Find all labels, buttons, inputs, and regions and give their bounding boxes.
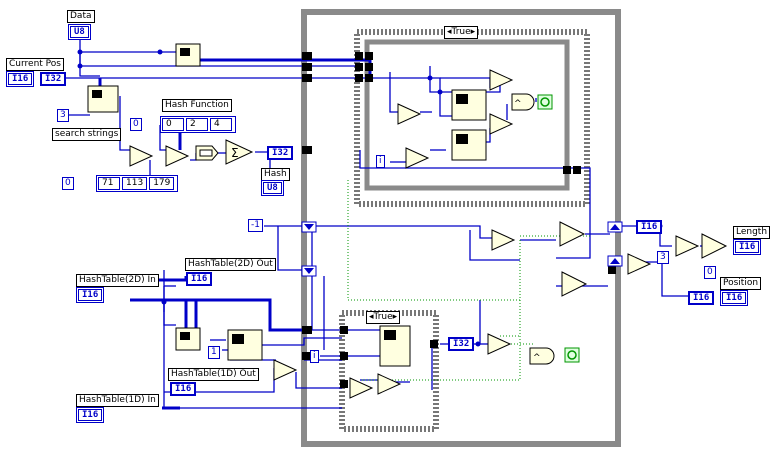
position-terminal[interactable]: I16: [720, 290, 749, 306]
case-structure-lower: [339, 310, 439, 432]
decrement-node: [349, 377, 374, 399]
length-wire-indicator: I16: [636, 220, 663, 234]
search-values-array[interactable]: 71 113 179: [96, 175, 179, 192]
constant-three[interactable]: 3: [57, 109, 69, 122]
svg-text:^: ^: [514, 99, 522, 109]
search-strings-label: search strings: [52, 128, 122, 141]
add-node: [397, 103, 422, 125]
select-node: [701, 233, 728, 259]
wire-junctions: [77, 49, 663, 347]
length-terminal[interactable]: I16: [733, 239, 762, 255]
add-node: [129, 145, 154, 167]
data-terminal[interactable]: U8: [68, 24, 91, 40]
svg-text:Σ: Σ: [231, 146, 239, 160]
hash-function-cell[interactable]: 0: [162, 118, 184, 131]
greater-than-node: [491, 229, 516, 251]
current-pos-label: Current Pos: [6, 58, 64, 71]
hash-function-index[interactable]: 0: [130, 118, 142, 131]
iteration-terminal-upper: i: [376, 155, 385, 168]
hashtable-2d-in-label: HashTable(2D) In: [76, 274, 159, 287]
select-node: [559, 221, 586, 247]
not-equal-zero-node: [273, 359, 298, 381]
search-value-cell[interactable]: 113: [122, 177, 148, 190]
boolean-wires: [347, 180, 590, 381]
greater-equal-zero-node: [487, 333, 512, 355]
position-label: Position: [720, 277, 762, 290]
current-pos-wire-indicator: I32: [40, 72, 67, 86]
add-node: [405, 147, 430, 169]
case-selector-lower[interactable]: ◂True▸: [366, 311, 401, 324]
hash-function-label: Hash Function: [162, 99, 232, 112]
current-pos-terminal[interactable]: I16: [6, 71, 35, 87]
hashtable-1d-out-terminal[interactable]: I16: [170, 382, 197, 396]
search-value-cell[interactable]: 71: [98, 177, 120, 190]
select-node: [561, 271, 588, 297]
case-selector-upper-value: True: [451, 27, 471, 37]
hash-function-cell[interactable]: 2: [186, 118, 208, 131]
and-nodes: ^ ^: [511, 93, 555, 365]
wires: [60, 36, 710, 409]
case-selector-upper[interactable]: ◂True▸: [444, 26, 479, 39]
hash-wire-indicator: I32: [267, 146, 294, 160]
greater-than-node: [675, 235, 700, 257]
constant-zero[interactable]: 0: [704, 266, 716, 279]
type-converter-node: [195, 145, 219, 161]
hashtable-1d-in-terminal[interactable]: I16: [76, 407, 105, 423]
hash-function-cell[interactable]: 4: [210, 118, 232, 131]
equal-node: [489, 113, 514, 135]
less-than-node: [377, 373, 402, 395]
search-value-cell[interactable]: 179: [149, 177, 175, 190]
constant-one[interactable]: 1: [208, 346, 220, 359]
subtract-node: [627, 253, 652, 275]
array-function-icons: [87, 43, 487, 367]
lower-case-output-wire: I32: [448, 337, 475, 351]
hashtable-2d-in-terminal[interactable]: I16: [76, 287, 105, 303]
length-label: Length: [733, 226, 770, 239]
hashtable-2d-out-label: HashTable(2D) Out: [185, 258, 276, 271]
constant-minus-one[interactable]: -1: [248, 219, 263, 232]
constant-three-b[interactable]: 3: [657, 251, 669, 264]
hashtable-1d-out-label: HashTable(1D) Out: [168, 368, 259, 381]
loop-condition-icons: [537, 94, 580, 363]
hashtable-1d-in-label: HashTable(1D) In: [76, 394, 159, 407]
sum-node: Σ: [225, 139, 254, 165]
data-label: Data: [67, 10, 95, 23]
shift-registers: [301, 221, 623, 277]
case-selector-lower-value: True: [373, 312, 393, 322]
svg-text:^: ^: [533, 353, 541, 363]
position-wire-indicator: I16: [688, 291, 715, 305]
array-grid-marks: [92, 48, 468, 344]
iteration-terminal-lower: i: [310, 350, 319, 363]
hashtable-2d-out-terminal[interactable]: I16: [186, 272, 213, 286]
hash-function-array[interactable]: 0 2 4: [160, 116, 236, 133]
less-than-node: [489, 69, 514, 91]
multiply-node: [165, 145, 190, 167]
search-values-index[interactable]: 0: [62, 177, 74, 190]
case-structure-upper: [354, 29, 590, 207]
function-nodes: [129, 69, 728, 399]
tunnels: [302, 52, 616, 388]
hash-terminal[interactable]: U8: [261, 180, 284, 196]
